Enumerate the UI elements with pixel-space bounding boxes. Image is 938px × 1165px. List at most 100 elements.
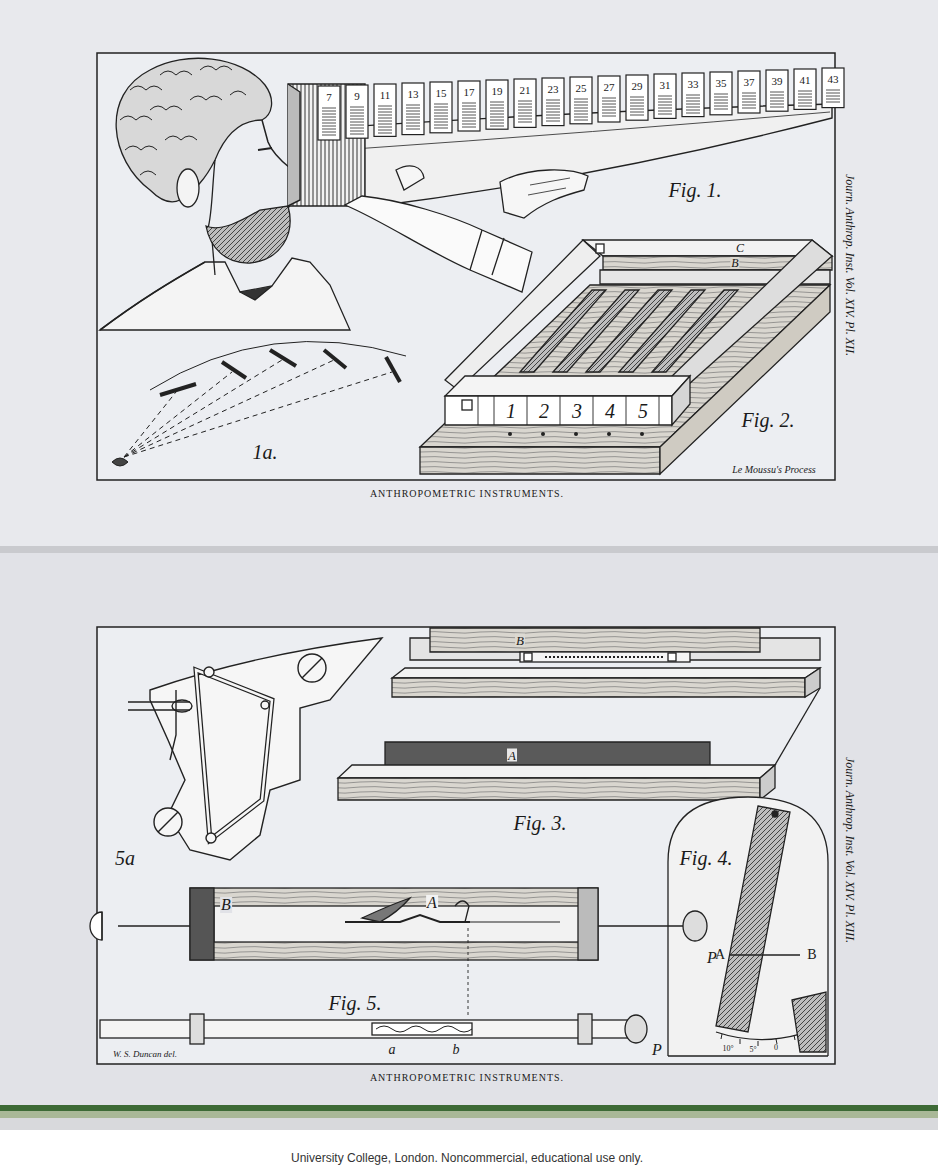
card-print-line bbox=[490, 102, 504, 103]
card-print-line bbox=[658, 96, 672, 97]
observer-figure-part bbox=[177, 169, 199, 207]
sliding-board-part bbox=[775, 688, 820, 765]
card-print-line bbox=[350, 128, 364, 129]
card-number: 23 bbox=[547, 84, 560, 95]
card-print-line bbox=[602, 110, 616, 111]
test-card bbox=[486, 80, 508, 129]
card-print-line bbox=[574, 108, 588, 109]
card-number: 43 bbox=[827, 74, 840, 85]
card-print-line bbox=[350, 116, 364, 117]
pendulum-gauge-part bbox=[668, 797, 828, 1056]
lever-detail-part bbox=[206, 833, 216, 843]
paper-part bbox=[0, 1105, 938, 1111]
figure-label: Fig. 1. bbox=[668, 180, 723, 200]
card-box-part bbox=[652, 290, 738, 372]
card-print-line bbox=[602, 104, 616, 105]
card-print-line bbox=[546, 109, 560, 110]
card-print-line bbox=[658, 111, 672, 112]
card-print-line bbox=[350, 113, 364, 114]
part-letter: A bbox=[507, 749, 517, 762]
card-print-line bbox=[490, 117, 504, 118]
card-print-line bbox=[546, 106, 560, 107]
ray-diagram-part bbox=[386, 357, 400, 382]
plate-frame-part bbox=[97, 53, 835, 480]
card-print-line bbox=[322, 129, 336, 130]
card-print-line bbox=[714, 103, 728, 104]
card-box-part bbox=[420, 447, 660, 474]
card-print-line bbox=[658, 102, 672, 103]
ray-diagram bbox=[112, 342, 406, 466]
card-print-line bbox=[378, 118, 392, 119]
spring-balance bbox=[90, 888, 707, 1044]
part-letter: P bbox=[651, 1042, 663, 1058]
card-outline bbox=[430, 82, 452, 133]
part-letter: a bbox=[388, 1043, 397, 1057]
card-print-line bbox=[602, 113, 616, 114]
test-card bbox=[542, 78, 564, 126]
card-print-line bbox=[714, 94, 728, 95]
card-print-line bbox=[322, 117, 336, 118]
paper-part bbox=[0, 1111, 938, 1118]
card-print-line bbox=[378, 133, 392, 134]
spring-balance-part bbox=[190, 1014, 204, 1044]
test-card bbox=[682, 73, 704, 117]
observer-figure-part bbox=[206, 206, 290, 263]
observer-arm-part bbox=[500, 170, 588, 218]
archive-watermark: University College, London. Noncommercia… bbox=[290, 1152, 644, 1164]
card-print-line bbox=[462, 121, 476, 122]
card-print-line bbox=[658, 99, 672, 100]
card-print-line bbox=[490, 120, 504, 121]
card-print-line bbox=[518, 104, 532, 105]
card-outline bbox=[318, 86, 340, 140]
card-print-line bbox=[770, 98, 784, 99]
part-letter: B bbox=[515, 634, 525, 647]
lever-detail-part bbox=[128, 702, 190, 710]
card-number: 7 bbox=[325, 92, 333, 103]
card-outline bbox=[542, 78, 564, 126]
slot-number: 4 bbox=[604, 401, 616, 421]
ray-diagram-part bbox=[112, 458, 128, 466]
card-print-line bbox=[462, 115, 476, 116]
pendulum-gauge-part bbox=[716, 1032, 800, 1040]
card-box-part bbox=[445, 396, 672, 425]
card-print-line bbox=[546, 100, 560, 101]
card-number: 15 bbox=[435, 88, 448, 99]
card-print-line bbox=[434, 125, 448, 126]
spring-balance-part bbox=[372, 1023, 472, 1035]
card-number: 29 bbox=[631, 81, 644, 92]
card-print-line bbox=[770, 101, 784, 102]
sliding-board-part bbox=[545, 656, 665, 658]
ray-diagram-part bbox=[124, 360, 334, 457]
journal-reference: Journ. Anthrop. Inst. Vol. XIV. Pl. XIII… bbox=[844, 756, 856, 944]
card-print-line bbox=[518, 101, 532, 102]
card-number: 25 bbox=[575, 83, 588, 94]
card-print-line bbox=[490, 123, 504, 124]
lever-detail-part bbox=[196, 670, 272, 840]
card-box-part bbox=[462, 400, 472, 410]
card-print-line bbox=[434, 119, 448, 120]
card-print-line bbox=[630, 106, 644, 107]
card-print-line bbox=[574, 105, 588, 106]
ray-diagram-part bbox=[324, 350, 346, 368]
card-print-line bbox=[490, 108, 504, 109]
spring-balance-part bbox=[455, 901, 469, 922]
card-print-line bbox=[434, 104, 448, 105]
sliding-board-part bbox=[430, 628, 760, 652]
ray-diagram-part bbox=[160, 384, 196, 395]
observer-figure-part bbox=[240, 286, 272, 300]
test-card bbox=[402, 83, 424, 135]
card-outline bbox=[626, 75, 648, 120]
spring-balance-part bbox=[118, 925, 688, 926]
observer-figure-part bbox=[100, 258, 350, 330]
card-outline bbox=[598, 76, 620, 122]
figure-label: Fig. 3. bbox=[513, 813, 568, 833]
card-print-line bbox=[350, 122, 364, 123]
card-print-line bbox=[462, 106, 476, 107]
spring-balance-part bbox=[578, 1014, 592, 1044]
observer-figure-part bbox=[120, 66, 246, 175]
test-card bbox=[346, 85, 368, 138]
card-outline bbox=[458, 81, 480, 131]
card-print-line bbox=[742, 96, 756, 97]
card-number: 21 bbox=[519, 85, 532, 96]
draughtsman-credit: W. S. Duncan del. bbox=[112, 1050, 178, 1059]
